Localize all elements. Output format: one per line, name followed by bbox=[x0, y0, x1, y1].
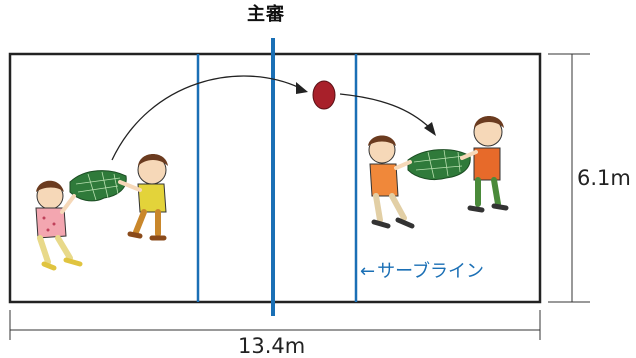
referee-label: 主審 bbox=[247, 4, 285, 25]
right-team-illustration bbox=[368, 116, 509, 229]
ball bbox=[312, 80, 336, 110]
left-child-boy bbox=[118, 154, 168, 241]
serve-line-label: サーブライン bbox=[377, 261, 485, 282]
toss-trajectory bbox=[111, 75, 301, 161]
court-width-label: 13.4m bbox=[238, 334, 306, 358]
left-arrow-icon: ← bbox=[360, 261, 376, 282]
width-dimension bbox=[9, 310, 541, 340]
left-child-girl bbox=[35, 180, 83, 271]
right-child-red bbox=[460, 116, 509, 213]
left-team-illustration bbox=[35, 154, 168, 271]
court-height-label: 6.1m bbox=[577, 166, 631, 190]
right-net bbox=[407, 149, 471, 181]
left-net bbox=[69, 170, 127, 202]
catch-arrowhead bbox=[424, 122, 436, 136]
toss-arrowhead bbox=[296, 82, 308, 94]
serve-line-callout: ← サーブライン bbox=[360, 263, 484, 281]
height-dimension bbox=[548, 53, 590, 303]
catch-trajectory bbox=[339, 93, 433, 131]
right-child-orange bbox=[368, 135, 415, 229]
